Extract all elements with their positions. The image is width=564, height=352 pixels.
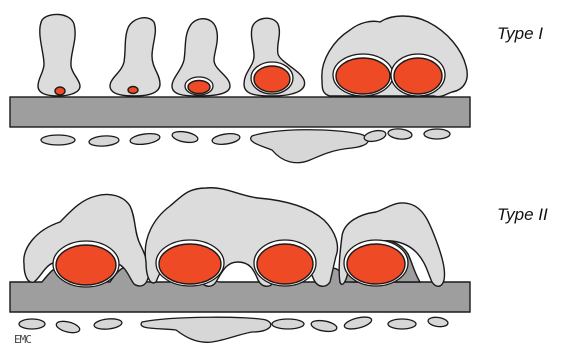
type-1-nucleus-2 — [128, 87, 138, 94]
type-1-fragment — [171, 130, 198, 144]
type-2-fragment — [427, 316, 448, 328]
type-1-fragment — [129, 132, 160, 146]
type-1-nucleus-3 — [188, 81, 210, 94]
type-1-fragment — [424, 129, 450, 139]
type-2-nucleus-c — [347, 244, 405, 284]
type-2-fragment — [19, 319, 45, 329]
type-1-fragment — [363, 129, 387, 143]
type-2-fragment — [310, 319, 337, 333]
type-1-panel — [10, 14, 470, 162]
type-2-fragment — [272, 319, 304, 329]
type-1-cell-1 — [38, 14, 80, 96]
type-1-label: Type I — [497, 24, 543, 44]
type-1-nucleus-5b — [394, 58, 442, 94]
type-2-nucleus-b2 — [257, 244, 313, 284]
type-1-fragment — [41, 135, 75, 145]
type-2-fragment — [94, 318, 123, 331]
author-signature: EMC — [14, 333, 31, 346]
type-2-fragment — [388, 319, 416, 329]
type-1-nucleus-5a — [336, 58, 390, 94]
type-1-fragment-large — [251, 130, 369, 163]
type-1-fragment — [388, 128, 413, 140]
type-1-fragment — [89, 135, 120, 147]
type-2-label: Type II — [497, 205, 548, 225]
type-2-nucleus-a — [56, 245, 116, 285]
type-2-panel — [10, 188, 470, 343]
type-1-nucleus-4 — [254, 66, 290, 92]
type-1-membrane-plate — [10, 97, 470, 127]
type-1-fragment — [211, 132, 240, 146]
type-2-fragment — [55, 319, 81, 335]
type-2-fragment-large — [141, 317, 271, 342]
type-1-cell-2 — [110, 18, 160, 96]
type-2-fragment — [343, 315, 373, 331]
type-1-nucleus-1 — [55, 87, 65, 95]
type-2-nucleus-b1 — [159, 244, 221, 284]
